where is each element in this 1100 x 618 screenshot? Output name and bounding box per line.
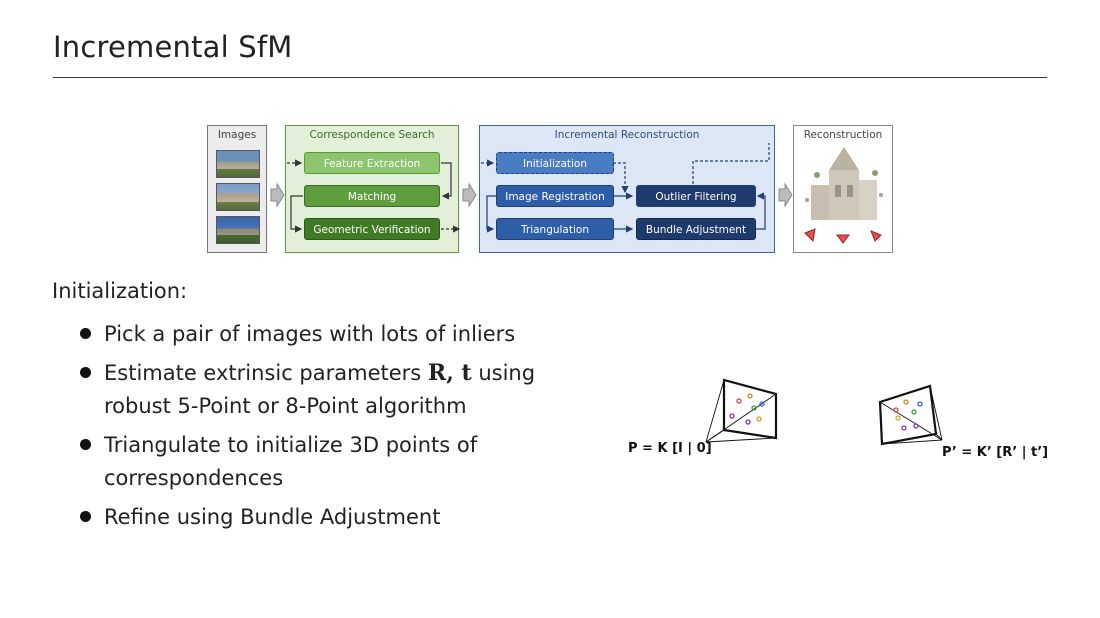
camera-frustums: [705, 378, 943, 446]
reconstruction-panel: Reconstruction: [793, 125, 893, 253]
list-item: Estimate extrinsic parameters R, t using…: [78, 357, 548, 423]
bullet-text: Pick a pair of images with lots of inlie…: [104, 322, 516, 346]
reconstruction-point-cloud: [803, 146, 883, 244]
feature-extraction-box: Feature Extraction: [304, 152, 440, 174]
sfm-pipeline-diagram: Images Correspondence Search Feature Ext…: [207, 125, 893, 253]
matching-box: Matching: [304, 185, 440, 207]
bullet-icon: [80, 367, 91, 378]
left-camera-matrix-label: P = K [I | 0]: [628, 441, 712, 456]
reconstruction-panel-title: Reconstruction: [803, 129, 883, 141]
two-view-camera-figure: P = K [I | 0] P’ = K’ [R’ | t’]: [620, 372, 1050, 472]
title-divider: [53, 77, 1047, 78]
bullet-text: Refine using Bundle Adjustment: [104, 505, 441, 529]
correspondence-panel-title: Correspondence Search: [309, 129, 435, 141]
initialization-heading: Initialization:: [52, 279, 188, 303]
input-image-thumbnail-3: [216, 216, 260, 244]
rotation-translation-symbol: R, t: [427, 360, 472, 386]
list-item: Triangulate to initialize 3D points of c…: [78, 429, 548, 495]
initialization-box: Initialization: [496, 152, 614, 174]
list-item: Refine using Bundle Adjustment: [78, 501, 548, 534]
slide-title: Incremental SfM: [53, 30, 293, 64]
bullet-icon: [80, 328, 91, 339]
images-panel: Images: [207, 125, 267, 253]
image-registration-box: Image Registration: [496, 185, 614, 207]
bundle-adjustment-box: Bundle Adjustment: [636, 218, 756, 240]
initialization-steps-list: Pick a pair of images with lots of inlie…: [78, 318, 548, 540]
input-image-thumbnail-1: [216, 150, 260, 178]
pipeline-connectors: [270, 143, 793, 233]
incremental-panel-title: Incremental Reconstruction: [554, 129, 700, 141]
bullet-icon: [80, 511, 91, 522]
outlier-filtering-box: Outlier Filtering: [636, 185, 756, 207]
bullet-text: Estimate extrinsic parameters: [104, 361, 428, 385]
bullet-icon: [80, 439, 91, 450]
bullet-text: Triangulate to initialize 3D points of c…: [104, 433, 478, 490]
geometric-verification-box: Geometric Verification: [304, 218, 440, 240]
input-image-thumbnail-2: [216, 183, 260, 211]
images-panel-title: Images: [217, 129, 257, 141]
bullet-text: using robust 5-Point or 8-Point algorith…: [104, 361, 536, 418]
list-item: Pick a pair of images with lots of inlie…: [78, 318, 548, 351]
right-camera-matrix-label: P’ = K’ [R’ | t’]: [942, 445, 1049, 460]
correspondence-search-panel: Correspondence Search Feature Extraction…: [285, 125, 459, 253]
